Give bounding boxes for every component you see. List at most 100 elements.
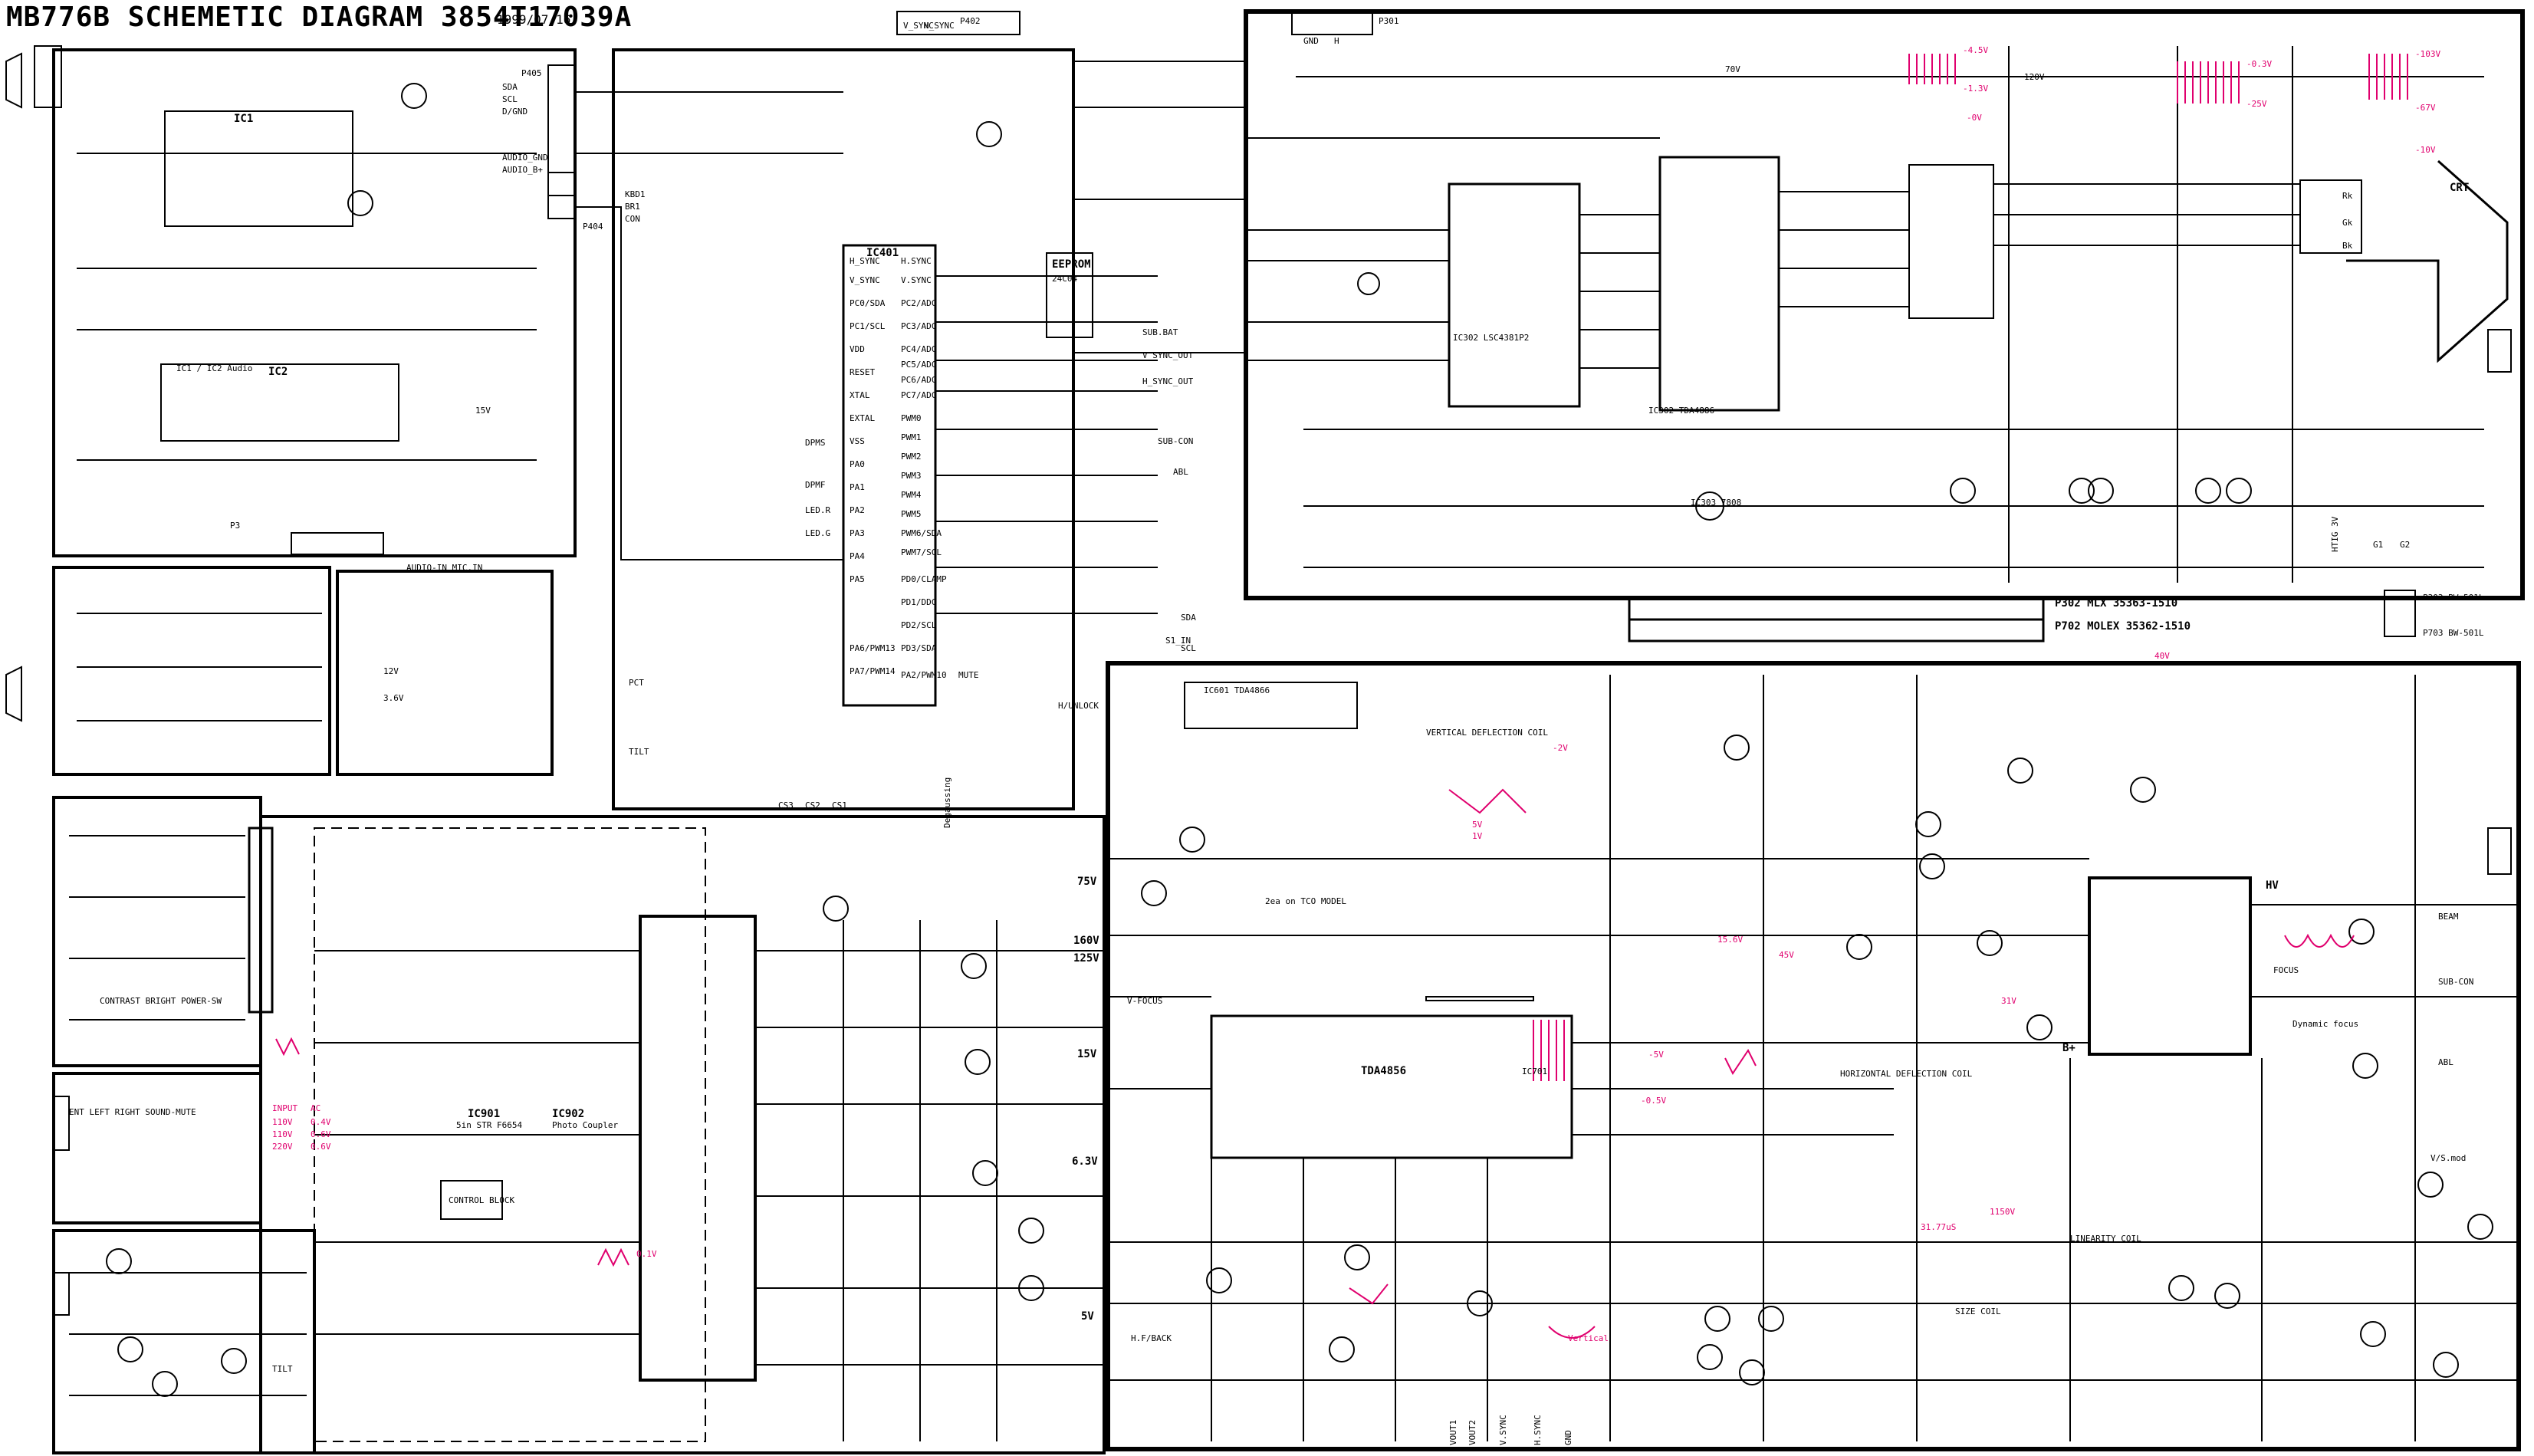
- hv-label: HV: [2266, 879, 2279, 892]
- ic701-label: IC701: [1522, 1067, 1548, 1076]
- net-dpms: DPMS: [805, 438, 826, 448]
- annotation: Vertical: [1568, 1333, 1609, 1343]
- p301-pin-h: H: [1334, 36, 1339, 46]
- waveform-annotations: [275, 54, 2408, 1339]
- crt-g2: G2: [2400, 540, 2411, 550]
- mcu-pin: PA2: [850, 505, 865, 515]
- h-sync-label: H.SYNC: [1533, 1415, 1543, 1445]
- net-degaussing: Degaussing: [942, 777, 952, 828]
- pc-connector: [248, 827, 274, 1014]
- net-cs1: CS1: [832, 800, 847, 810]
- p303-label: P303 BW-501L: [2423, 593, 2484, 603]
- net-v-sync-out: V_SYNC_OUT: [1142, 350, 1194, 360]
- rail-125v: 125V: [1073, 952, 1099, 965]
- p303-connector: [2384, 590, 2416, 637]
- net-s1-in: S1_IN: [1165, 636, 1191, 646]
- mcu-pin: PC5/ADC: [901, 360, 937, 370]
- mcu-pin: V_SYNC: [850, 275, 880, 285]
- ic1-label: IC1: [234, 113, 254, 125]
- p405-pin-scl: SCL: [502, 94, 518, 104]
- crt-symbol: [2346, 159, 2509, 363]
- speaker-icon: [5, 52, 22, 109]
- mcu-pin: PC6/ADC: [901, 375, 937, 385]
- net-sub-bat: SUB.BAT: [1142, 327, 1178, 337]
- net-mute: MUTE: [958, 670, 979, 680]
- video-amp-box: [1908, 164, 1994, 319]
- audio-panel-border: [52, 48, 577, 557]
- vout1-label: VOUT1: [1448, 1419, 1458, 1445]
- p404-connector: [547, 172, 576, 219]
- rail-3v6: 3.6V: [383, 693, 404, 703]
- diagram-title: MB776B SCHEMETIC DIAGRAM 3854T17039A: [6, 2, 633, 33]
- vtable-cell: 0.4V: [311, 1117, 331, 1127]
- mcu-pin: RESET: [850, 367, 876, 377]
- ic303-label: IC303 7808: [1691, 498, 1742, 508]
- tda4856-box: [1210, 1014, 1573, 1159]
- deflection-panel-border: [1106, 661, 2521, 1451]
- h-fback-label: H.F/BACK: [1131, 1333, 1172, 1343]
- mcu-pin: PC7/ADC: [901, 390, 937, 400]
- ic1-box: [164, 110, 353, 227]
- mcu-pin: VDD: [850, 344, 865, 354]
- mcu-pin: PWM0: [901, 413, 922, 423]
- annotation: -1.3V: [1963, 84, 1989, 94]
- mcu-pin: PA3: [850, 528, 865, 538]
- crt-gk: Gk: [2342, 218, 2353, 228]
- eeprom-label: EEPROM: [1052, 258, 1091, 271]
- rail-120v: 120V: [2024, 72, 2045, 82]
- net-cs3: CS3: [778, 800, 794, 810]
- mcu-pin: XTAL: [850, 390, 870, 400]
- rail-15v: 15V: [1077, 1048, 1097, 1060]
- audio-board-label: IC1 / IC2 Audio: [176, 363, 253, 373]
- flyback-box: [2088, 876, 2252, 1056]
- ic2-box: [160, 363, 399, 442]
- annotation: -0V: [1967, 113, 1982, 123]
- rail-12v: 12V: [383, 666, 399, 676]
- annotation: 15.6V: [1717, 935, 1744, 945]
- eeprom-part: 24C04: [1052, 274, 1078, 284]
- ic302-processor-box: [1448, 182, 1581, 408]
- ic601-label: IC601 TDA4866: [1204, 685, 1270, 695]
- p404-pin-br1: BR1: [625, 202, 640, 212]
- vtable-cell: 110V: [272, 1117, 293, 1127]
- net-abl: ABL: [1173, 467, 1188, 477]
- annotation: -67V: [2415, 103, 2436, 113]
- vtable-cell: 0.6V: [311, 1129, 331, 1139]
- vtable-header-ac: AC: [311, 1103, 321, 1113]
- ic902-part: Photo Coupler: [552, 1120, 619, 1130]
- horiz-coil-label: HORIZONTAL DEFLECTION COIL: [1840, 1069, 1973, 1079]
- led-board-label: TILT: [272, 1364, 293, 1374]
- annotation: -5V: [1648, 1050, 1664, 1060]
- mcu-ic401-box: [842, 244, 937, 707]
- mcu-pin: PC4/ADC: [901, 344, 937, 354]
- net-tilt: TILT: [629, 747, 649, 757]
- tda4856-label: TDA4856: [1361, 1065, 1407, 1077]
- mcu-pin: PA7/PWM14: [850, 666, 896, 676]
- mcu-pin: PD0/CLAMP: [901, 574, 947, 584]
- p1-connector: [2487, 329, 2512, 373]
- dynamic-focus-label: Dynamic focus: [2292, 1019, 2359, 1029]
- ic601-box: [1184, 682, 1358, 729]
- transformer-box: [639, 915, 757, 1382]
- ic302-processor-label: IC302 LSC4381P2: [1453, 333, 1530, 343]
- p405-connector: [547, 64, 576, 196]
- ic302-amp-label: IC302 TDA4886: [1648, 406, 1715, 416]
- speaker-icon: [5, 666, 22, 722]
- front-board-label: ENT LEFT RIGHT SOUND-MUTE: [69, 1107, 196, 1117]
- p404-pin-kbd1: KBD1: [625, 189, 646, 199]
- v-sync-label: V.SYNC: [1498, 1415, 1508, 1445]
- v-focus-label: V-FOCUS: [1127, 996, 1163, 1006]
- ic401-label: IC401: [866, 247, 899, 259]
- jack-panel-border: [52, 566, 331, 776]
- ic901-label: IC901: [468, 1108, 501, 1120]
- mcu-pin: PWM6/SDA: [901, 528, 942, 538]
- mcu-pin: PD2/SCL: [901, 620, 937, 630]
- control-block-box: [440, 1180, 503, 1220]
- vtable-cell: 110V: [272, 1129, 293, 1139]
- size-coil-label: SIZE COIL: [1955, 1306, 2001, 1316]
- diagram-date: 1999/07/16: [497, 12, 571, 27]
- p301-label: P301: [1379, 16, 1399, 26]
- mcu-pin: H_SYNC: [850, 256, 880, 266]
- mcu-pin: V.SYNC: [901, 275, 932, 285]
- rail-160v: 160V: [1073, 935, 1099, 947]
